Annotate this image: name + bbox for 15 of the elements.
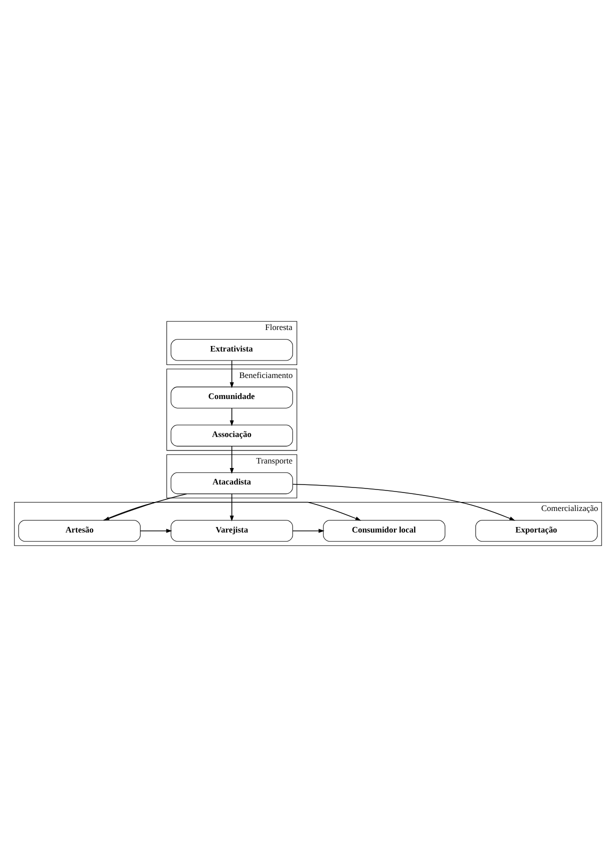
node-box: Varejista	[170, 520, 293, 542]
arrow	[230, 407, 234, 426]
node-box: Associação	[170, 424, 293, 446]
arrow	[230, 360, 234, 388]
arrow	[230, 492, 234, 521]
node-box: Exportação	[475, 520, 598, 542]
node-box: Atacadista	[170, 472, 293, 494]
node-box: Consumidor local	[323, 520, 446, 542]
node-box: Artesão	[18, 520, 141, 542]
arrow	[230, 445, 234, 474]
arrow	[292, 528, 324, 532]
arrow	[140, 528, 172, 532]
node-box: Comunidade	[170, 386, 293, 408]
arrow	[292, 483, 516, 520]
node-box: Extrativista	[170, 338, 293, 360]
